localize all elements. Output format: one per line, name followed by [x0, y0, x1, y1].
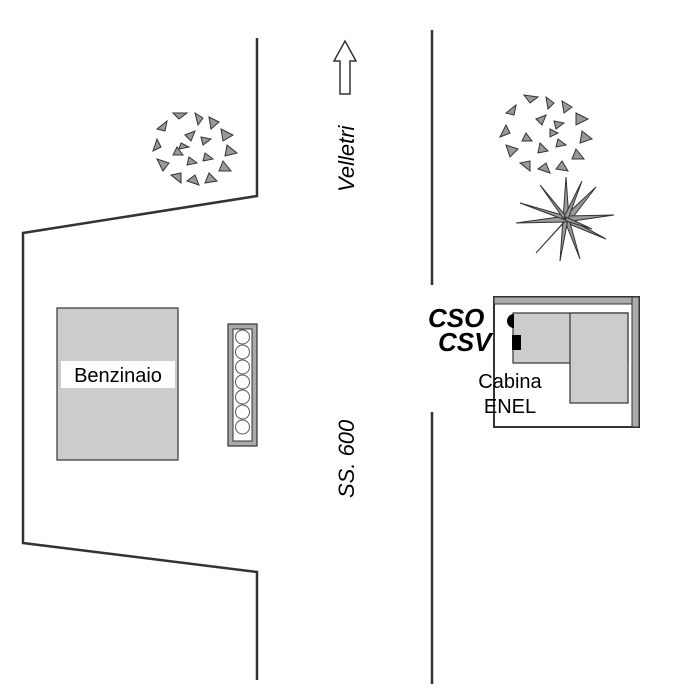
north-arrow-icon [332, 39, 358, 95]
cabin-label-line1: Cabina [478, 371, 542, 393]
road-edges [21, 30, 434, 684]
cso-label: CSO [428, 303, 484, 333]
cso-marker [507, 314, 514, 328]
gas-station-label: Benzinaio [74, 365, 162, 387]
road-name-label: SS. 600 [334, 419, 359, 498]
csv-marker [512, 335, 521, 350]
csv-label: CSV [438, 327, 494, 357]
cabin-wall-shade-right [631, 296, 640, 428]
cabin-room-east [569, 312, 629, 404]
bush-icon [498, 94, 594, 174]
cabin-wall-shade-top [493, 296, 640, 305]
west-lot-boundary [21, 38, 259, 680]
gas-station-label-bg [61, 361, 175, 388]
bush-icon [152, 111, 239, 186]
cabin-label-line2: ENEL [484, 396, 536, 418]
fuel-pump-island-icon [227, 323, 258, 447]
enel-cabin [493, 296, 640, 428]
agave-plant-icon [515, 176, 615, 262]
direction-label: Velletri [334, 124, 359, 192]
